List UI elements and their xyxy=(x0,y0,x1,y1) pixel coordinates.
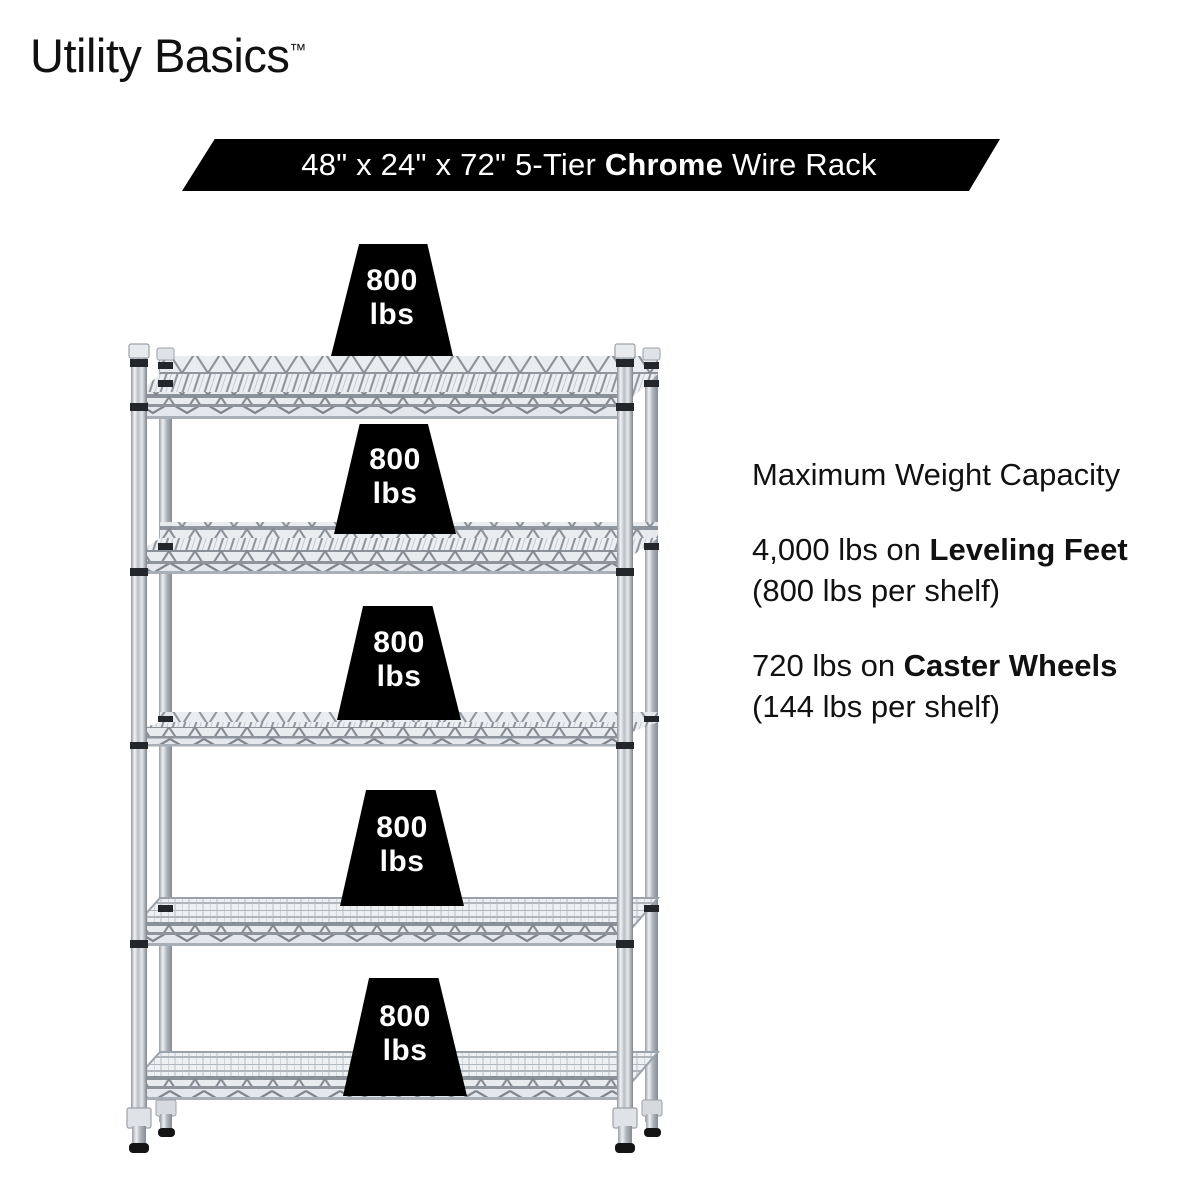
brand-logo: Utility Basics™ xyxy=(30,28,306,83)
capacity-flag-shelf-4: 800 lbs xyxy=(340,790,464,906)
flag-unit: lbs xyxy=(379,844,425,878)
flag-value: 800 xyxy=(379,1000,431,1033)
flag-unit: lbs xyxy=(382,1033,428,1067)
flag-unit: lbs xyxy=(372,476,418,510)
trademark-symbol: ™ xyxy=(289,40,307,60)
brand-name: Utility Basics xyxy=(30,29,290,82)
flag-label: 800 lbs xyxy=(337,606,461,693)
post-caps xyxy=(128,343,661,361)
capacity-flag-shelf-1: 800 lbs xyxy=(331,244,453,356)
capacity-flag-shelf-2: 800 lbs xyxy=(334,424,456,534)
flag-value: 800 xyxy=(366,264,418,297)
product-illustration xyxy=(126,343,663,1153)
title-type: Wire Rack xyxy=(723,147,877,182)
flag-value: 800 xyxy=(376,811,428,844)
shelf-1 xyxy=(133,356,658,419)
caster-wheels-spec: 720 lbs on Caster Wheels (144 lbs per sh… xyxy=(752,646,1152,728)
caster-prefix: 720 lbs on xyxy=(752,647,904,683)
wire-rack-drawing xyxy=(126,343,663,1153)
flag-value: 800 xyxy=(369,443,421,476)
caster-bold: Caster Wheels xyxy=(903,647,1118,683)
leveling-feet-spec: 4,000 lbs on Leveling Feet (800 lbs per … xyxy=(752,530,1152,612)
flag-label: 800 lbs xyxy=(334,424,456,510)
caster-suffix: (144 lbs per shelf) xyxy=(752,688,1001,724)
flag-label: 800 lbs xyxy=(340,790,464,878)
capacity-flag-shelf-3: 800 lbs xyxy=(337,606,461,720)
flag-value: 800 xyxy=(373,626,425,659)
leveling-suffix: (800 lbs per shelf) xyxy=(752,572,1001,608)
front-posts xyxy=(131,348,633,1124)
leveling-bold: Leveling Feet xyxy=(929,531,1128,567)
title-dimensions: 48" x 24" x 72" 5-Tier xyxy=(301,147,605,182)
product-title-banner: 48" x 24" x 72" 5-Tier Chrome Wire Rack xyxy=(182,139,1000,191)
specification-copy: Maximum Weight Capacity 4,000 lbs on Lev… xyxy=(752,455,1152,728)
capacity-flag-shelf-5: 800 lbs xyxy=(343,978,467,1096)
leveling-prefix: 4,000 lbs on xyxy=(752,531,930,567)
product-title-text: 48" x 24" x 72" 5-Tier Chrome Wire Rack xyxy=(301,147,876,183)
shelf-collars xyxy=(130,359,659,948)
flag-unit: lbs xyxy=(369,297,415,331)
capacity-heading: Maximum Weight Capacity xyxy=(752,457,1121,492)
leveling-feet xyxy=(126,1099,663,1153)
flag-label: 800 lbs xyxy=(343,978,467,1067)
shelf-4 xyxy=(130,897,661,946)
flag-unit: lbs xyxy=(376,659,422,693)
flag-label: 800 lbs xyxy=(331,244,453,331)
title-finish: Chrome xyxy=(604,147,724,182)
